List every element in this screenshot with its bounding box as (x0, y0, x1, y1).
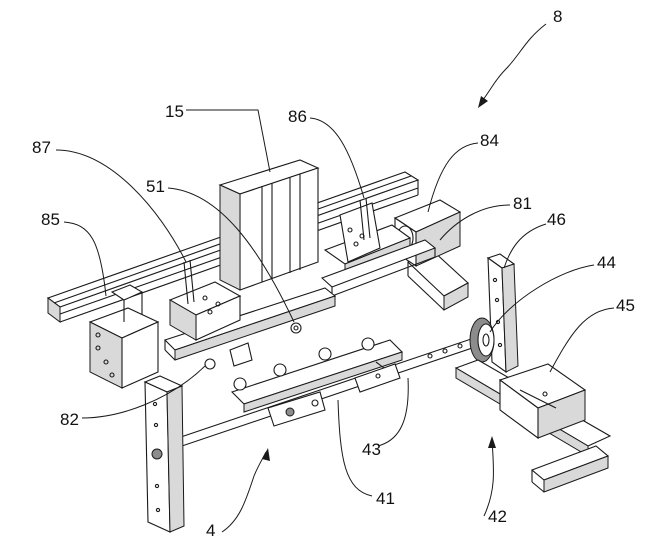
label-4: 4 (206, 521, 215, 540)
cam-bar-41 (230, 337, 404, 427)
label-46: 46 (547, 210, 566, 229)
gear-44 (469, 317, 495, 363)
label-81: 81 (513, 194, 532, 213)
label-41: 41 (376, 489, 395, 508)
left-slider-87 (168, 259, 242, 341)
right-plate-46 (486, 253, 519, 374)
leader-lines (55, 23, 615, 533)
channel-part-15 (218, 159, 320, 291)
label-51: 51 (146, 177, 165, 196)
label-8: 8 (553, 7, 562, 26)
label-82: 82 (60, 410, 79, 429)
left-end-block-85 (88, 284, 160, 389)
label-15: 15 (165, 102, 184, 121)
label-43: 43 (362, 440, 381, 459)
label-87: 87 (32, 138, 51, 157)
left-post-4 (143, 375, 185, 533)
label-44: 44 (597, 253, 616, 272)
label-84: 84 (480, 131, 499, 150)
part-labels: 8 15 86 84 87 51 81 46 85 44 45 82 43 41… (32, 7, 635, 540)
label-85: 85 (41, 210, 60, 229)
label-45: 45 (616, 296, 635, 315)
label-42: 42 (488, 507, 507, 526)
label-86: 86 (288, 107, 307, 126)
right-slider-86 (320, 197, 437, 297)
linear-module-42 (454, 359, 612, 493)
